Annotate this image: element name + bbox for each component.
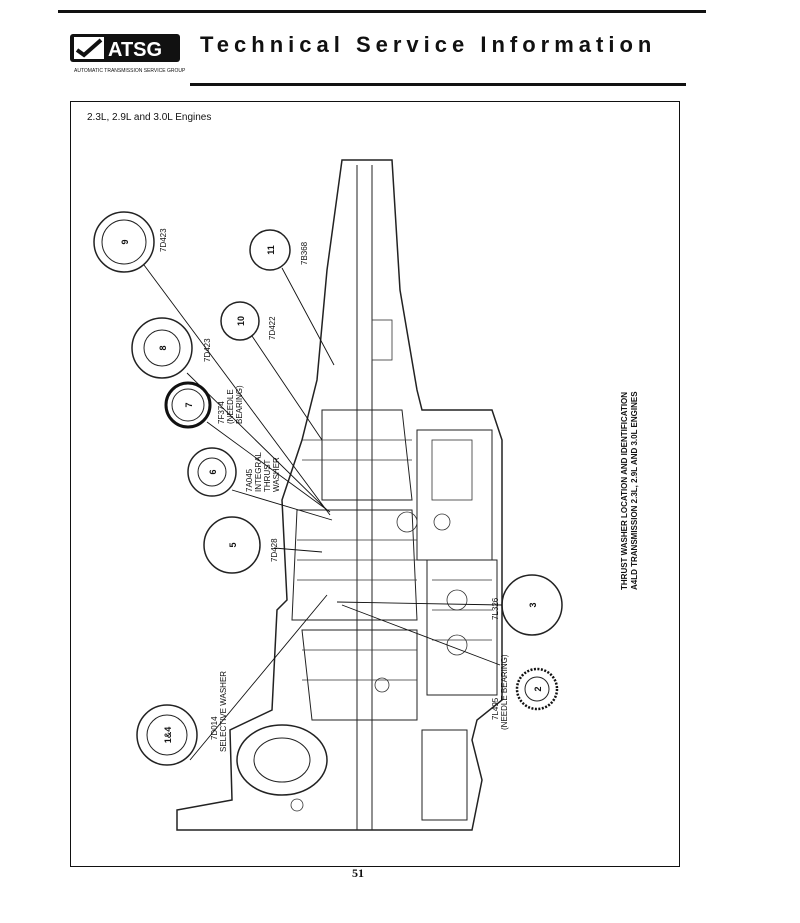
atsg-logo: ATSG AUTOMATIC TRANSMISSION SERVICE GROU… bbox=[70, 34, 186, 74]
caption-line-2: A4LD TRANSMISSION 2.3L, 2.9L AND 3.0L EN… bbox=[630, 391, 639, 590]
washer-2-part-2: (NEEDLE BEARING) bbox=[500, 654, 509, 730]
washer-7-part-3: BEARING) bbox=[235, 385, 244, 424]
washer-3: 3 bbox=[501, 574, 563, 636]
washer-5-number: 5 bbox=[228, 542, 238, 547]
washer-5-part: 7D428 bbox=[270, 538, 279, 562]
washer-6-number: 6 bbox=[208, 469, 218, 474]
washer-11-part: 7B368 bbox=[300, 241, 309, 265]
leader-lines bbox=[143, 264, 503, 761]
page-number: 51 bbox=[352, 866, 364, 880]
top-rule bbox=[58, 10, 706, 13]
washer-11-number: 11 bbox=[266, 245, 276, 255]
washer-1-and-4-part-1: 7D014 bbox=[210, 716, 219, 740]
washer-6-part-3: THRUST bbox=[263, 459, 272, 492]
engines-label: 2.3L, 2.9L and 3.0L Engines bbox=[87, 112, 212, 123]
title-rule bbox=[190, 83, 686, 86]
washer-1-and-4: 1&4 bbox=[136, 704, 198, 766]
washer-1-and-4-number: 1&4 bbox=[163, 727, 173, 744]
washer-10-part: 7D422 bbox=[268, 316, 277, 340]
logo-subtext: AUTOMATIC TRANSMISSION SERVICE GROUP bbox=[74, 68, 186, 74]
washer-9-number: 9 bbox=[120, 239, 130, 244]
washer-6-part-4: WASHER bbox=[272, 457, 281, 492]
washer-6-part-2: INTEGRAL bbox=[254, 451, 263, 492]
washer-6: 6 bbox=[187, 447, 237, 497]
washer-2-part-1: 7L495 bbox=[491, 697, 500, 720]
washer-5: 5 bbox=[203, 516, 261, 574]
washer-7-part-2: (NEEDLE bbox=[226, 389, 235, 424]
washer-10-number: 10 bbox=[236, 316, 246, 326]
washer-7: 7 bbox=[164, 381, 212, 429]
washer-8: 8 bbox=[131, 317, 193, 379]
washer-7-number: 7 bbox=[184, 402, 194, 407]
washer-8-number: 8 bbox=[158, 345, 168, 350]
washer-9: 9 bbox=[93, 211, 155, 273]
washer-7-part-1: 7F374 bbox=[217, 401, 226, 424]
washer-3-part: 7L326 bbox=[491, 597, 500, 620]
internal-components bbox=[290, 319, 492, 812]
washer-10: 10 bbox=[220, 301, 260, 341]
washer-9-part: 7D423 bbox=[159, 228, 168, 252]
washer-6-part-1: 7A045 bbox=[245, 468, 254, 492]
transmission-case bbox=[176, 159, 503, 831]
page-title: Technical Service Information bbox=[200, 32, 657, 57]
washer-1-and-4-part-2: SELECTIVE WASHER bbox=[219, 671, 228, 752]
washer-11: 11 bbox=[249, 229, 291, 271]
logo-text: ATSG bbox=[108, 39, 162, 61]
caption-line-1: THRUST WASHER LOCATION AND IDENTIFICATIO… bbox=[620, 392, 629, 590]
washer-2-number: 2 bbox=[533, 686, 543, 691]
washer-3-number: 3 bbox=[528, 602, 538, 607]
figure-frame bbox=[70, 101, 680, 867]
transmission-diagram: 9 7D423 11 7B368 10 7D422 8 7D423 7 7F37… bbox=[93, 159, 639, 831]
washer-2: 2 bbox=[515, 667, 559, 711]
